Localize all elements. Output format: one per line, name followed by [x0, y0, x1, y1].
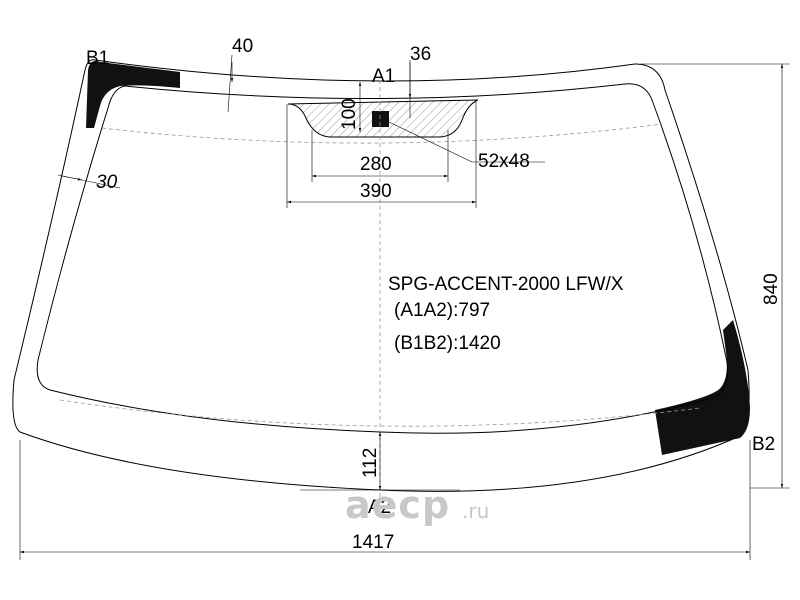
- dim-sensor-height: 100: [339, 98, 360, 130]
- dim-bracket-outer-width: 390: [360, 181, 392, 202]
- inner-dashed-line: [59, 399, 701, 427]
- dim-bottom-offset: 112: [360, 448, 381, 478]
- label-b2: B2: [752, 434, 775, 455]
- distance-a1a2: (A1A2):797: [394, 300, 490, 321]
- part-number: SPG-ACCENT-2000 LFW/X: [388, 274, 624, 295]
- distance-b1b2: (B1B2):1420: [394, 333, 501, 354]
- shade-band-line: [101, 123, 663, 144]
- dim-total-width: 1417: [352, 532, 394, 553]
- ceramic-corner-top-left: [86, 61, 180, 128]
- dim-top-offset: 40: [232, 36, 253, 57]
- dim-side-offset: 30: [96, 172, 118, 193]
- dim-total-height: 840: [761, 273, 782, 305]
- glass-inner-outline: [36, 83, 728, 434]
- dim-bracket-inner-width: 280: [360, 154, 392, 175]
- label-a2: A2: [368, 497, 391, 518]
- ceramic-corner-bottom-right: [655, 320, 750, 455]
- glass-outer-outline: [12, 59, 750, 492]
- watermark-domain: .ru: [462, 499, 489, 523]
- watermark-logo: aеcp: [345, 483, 450, 527]
- dim-sensor-size: 52x48: [478, 151, 530, 172]
- label-a1: A1: [372, 66, 395, 87]
- dim-sensor-offset: 36: [410, 44, 431, 65]
- sensor-pad: [372, 111, 389, 127]
- label-b1: B1: [86, 48, 109, 69]
